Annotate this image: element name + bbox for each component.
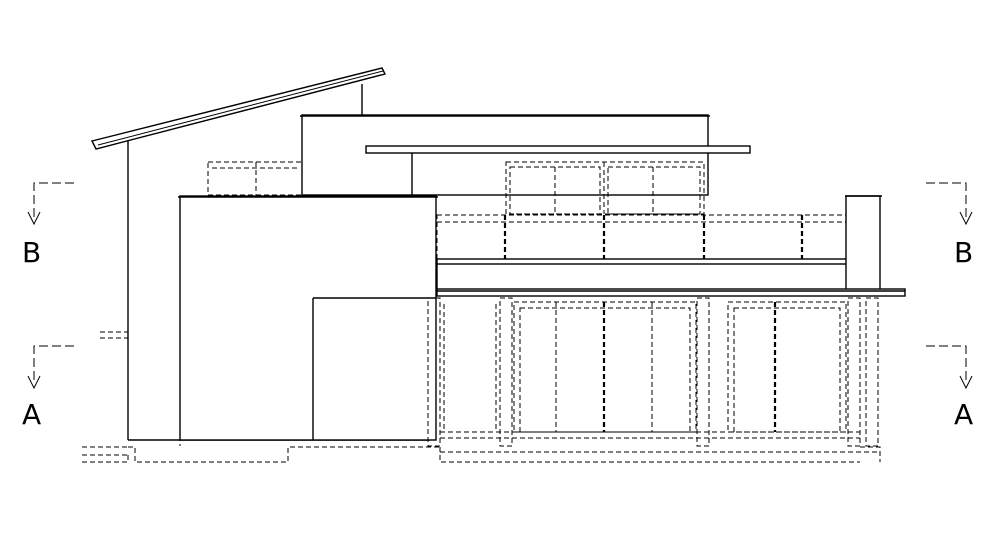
section-letter: B xyxy=(954,236,973,269)
section-marker-left-B: B xyxy=(22,182,74,269)
section-letter: A xyxy=(22,398,41,431)
main-left-block xyxy=(178,195,438,446)
upper-roof-overhang xyxy=(365,145,751,195)
upper-center-block xyxy=(300,114,710,196)
section-letter: B xyxy=(22,236,41,269)
balcony-slab xyxy=(436,195,882,291)
lower-glazing xyxy=(427,297,879,447)
balcony-railing xyxy=(436,214,858,262)
section-marker-right-B: B xyxy=(926,182,973,269)
upper-windows xyxy=(505,161,705,215)
left-sloped-roof xyxy=(90,67,387,440)
section-letter: A xyxy=(954,398,973,431)
porch-roof xyxy=(436,288,906,297)
upper-left-window xyxy=(207,161,303,196)
section-marker-left-A: A xyxy=(22,345,74,431)
section-marker-right-A: A xyxy=(926,345,973,431)
